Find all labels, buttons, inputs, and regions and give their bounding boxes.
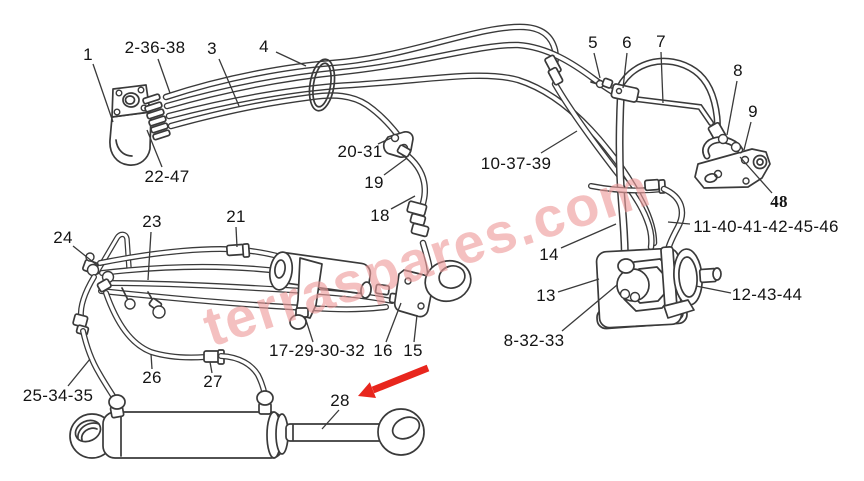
leader-line-8: [726, 80, 738, 136]
leader-line-12-43-44: [695, 285, 732, 294]
suction-tube: [620, 91, 625, 264]
part-label-27: 27: [203, 372, 223, 392]
leader-line-11-40-41-42-45-46: [667, 221, 691, 225]
leader-line-27: [209, 361, 213, 374]
leader-line-1: [92, 63, 114, 123]
part-label-3: 3: [207, 39, 217, 59]
cylinder-port-left: [108, 394, 126, 419]
leader-line-13: [557, 278, 600, 293]
supply-hose-25: [72, 277, 115, 399]
leader-line-4: [275, 51, 307, 67]
control-valve-assembly: [268, 251, 472, 330]
banjo-fitting: [702, 133, 744, 160]
part-label-8: 8: [733, 61, 743, 81]
cylinder-port-right: [256, 390, 274, 415]
leader-line-6: [622, 52, 628, 89]
manifold-hoses: [72, 234, 392, 399]
return-hose-26: [106, 293, 265, 396]
valve-clamp: [289, 257, 323, 330]
part-label-13: 13: [536, 286, 556, 306]
leader-line-16: [385, 302, 402, 343]
part-label-2-36-38: 2-36-38: [124, 38, 186, 58]
part-label-5: 5: [588, 33, 598, 53]
leader-line-22-47: [146, 129, 163, 168]
part-label-18: 18: [370, 206, 390, 226]
part-label-9: 9: [748, 102, 758, 122]
elbow-body: [109, 111, 152, 166]
leader-line-23: [147, 231, 152, 281]
part-label-21: 21: [226, 207, 246, 227]
hydraulic-cylinder: [69, 390, 425, 459]
red-arrow: [358, 364, 430, 398]
part-label-48: 48: [770, 192, 788, 212]
part-label-23: 23: [142, 212, 162, 232]
part-label-20-31: 20-31: [337, 142, 383, 162]
part-label-4: 4: [259, 37, 269, 57]
leader-line-48: [739, 156, 773, 194]
valve-flange: [268, 251, 294, 291]
part-label-28: 28: [330, 391, 350, 411]
part-label-26: 26: [142, 368, 162, 388]
leader-line-19: [383, 157, 408, 176]
housing-foot: [663, 299, 695, 319]
part-label-6: 6: [622, 33, 632, 53]
tube-clamp: [610, 83, 640, 103]
leader-line-9: [743, 121, 752, 151]
tube-end-ball: [617, 258, 635, 274]
part-label-12-43-44: 12-43-44: [731, 285, 803, 305]
hose-bundle: [166, 27, 654, 247]
part-label-24: 24: [53, 228, 73, 248]
fitting-stack: [142, 93, 171, 141]
part-label-1: 1: [83, 45, 93, 65]
retaining-ring: [308, 58, 336, 112]
bleed-fitting: [590, 77, 614, 89]
leader-line-26: [150, 353, 153, 370]
leader-line-5: [593, 52, 601, 79]
part-label-17-29-30-32: 17-29-30-32: [269, 341, 365, 361]
part-label-14: 14: [539, 245, 559, 265]
leader-line-7: [660, 51, 664, 104]
gear-housing: [660, 246, 722, 319]
leader-line-20-31: [377, 137, 392, 145]
mounting-bracket-plate: [694, 148, 771, 189]
seal-ring: [424, 259, 472, 303]
part-label-10-37-39: 10-37-39: [480, 154, 552, 174]
hose-fitting-21: [225, 243, 251, 258]
part-label-7: 7: [656, 32, 666, 52]
part-label-11-40-41-42-45-46: 11-40-41-42-45-46: [693, 217, 839, 237]
leader-line-3: [218, 58, 240, 107]
leader-line-10-37-39: [540, 130, 578, 154]
leader-line-2-36-38: [157, 58, 171, 94]
part-label-15: 15: [403, 341, 423, 361]
part-label-19: 19: [364, 173, 384, 193]
leader-line-8-32-33: [561, 284, 618, 332]
cylinder-barrel: [102, 411, 284, 459]
hanging-connector: [121, 287, 166, 319]
leader-line-25-34-35: [67, 358, 91, 387]
part-label-25-34-35: 25-34-35: [22, 386, 94, 406]
leader-line-15: [413, 314, 418, 343]
hose-fitting-27: [203, 350, 220, 363]
leader-line-14: [560, 223, 617, 249]
inlet-elbow-assembly: [109, 84, 171, 166]
piston-rod: [285, 423, 387, 442]
part-label-16: 16: [373, 341, 393, 361]
leader-line-18: [390, 195, 416, 210]
hose-end-nut: [547, 66, 564, 86]
part-label-22-47: 22-47: [144, 167, 190, 187]
leader-lines: [67, 51, 773, 430]
hose-section-19: [396, 144, 425, 207]
part-label-8-32-33: 8-32-33: [503, 331, 565, 351]
right-fitting-assembly: [590, 61, 771, 257]
leader-line-17-29-30-32: [304, 316, 314, 343]
leader-line-24: [72, 245, 99, 267]
pump-assembly: [595, 246, 722, 330]
leader-line-28: [321, 409, 340, 430]
leader-line-21: [235, 226, 238, 248]
